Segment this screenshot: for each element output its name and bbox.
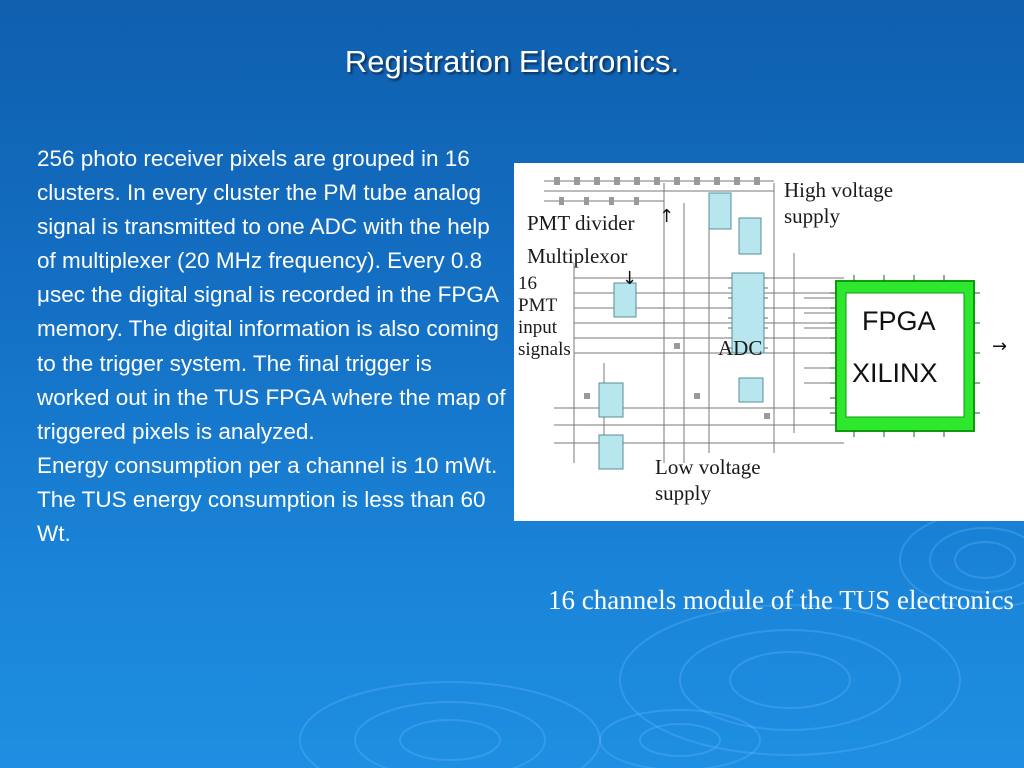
arrow-down-icon: ↓ bbox=[622, 268, 638, 289]
low-voltage-label: Low voltage supply bbox=[655, 455, 761, 505]
adc-label: ADC bbox=[718, 336, 763, 360]
arrow-up-icon: ↑ bbox=[659, 206, 675, 227]
high-voltage-label: High voltage supply bbox=[784, 178, 894, 228]
figure-caption: 16 channels module of the TUS electronic… bbox=[548, 585, 1014, 615]
circuit-diagram: High voltage supply PMT divider ↑ Multip… bbox=[514, 163, 1024, 521]
pmt-inputs-label: 16 PMT input signals bbox=[518, 273, 571, 360]
body-paragraph-2: Energy consumption per a channel is 10 m… bbox=[37, 452, 498, 547]
slide-title: Registration Electronics. bbox=[344, 44, 680, 79]
fpga-label: FPGA bbox=[862, 306, 936, 336]
arrow-right-icon: → bbox=[992, 336, 1008, 357]
circuit-schematic bbox=[544, 177, 980, 470]
body-paragraph-1: 256 photo receiver pixels are grouped in… bbox=[37, 146, 506, 444]
pmt-divider-label: PMT divider bbox=[527, 211, 635, 235]
body-text: 256 photo receiver pixels are grouped in… bbox=[37, 142, 509, 551]
xilinx-label: XILINX bbox=[852, 358, 938, 388]
multiplexor-label: Multiplexor bbox=[527, 244, 628, 268]
